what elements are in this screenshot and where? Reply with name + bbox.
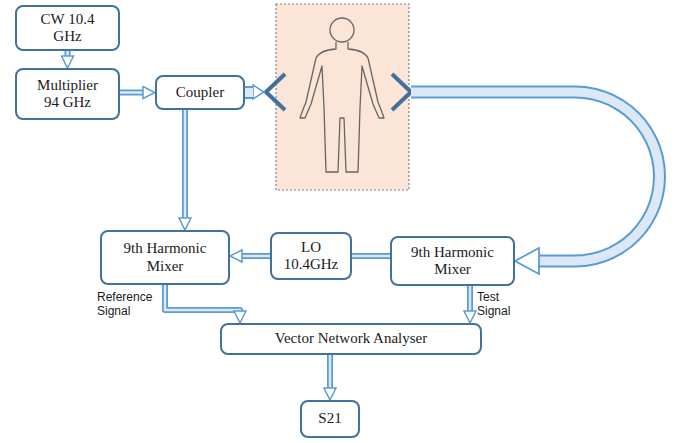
arrow-body [184, 110, 187, 218]
box-label: S21 [318, 410, 341, 427]
process-box: CW 10.4 GHz [15, 5, 120, 51]
box-label: Coupler [176, 84, 224, 101]
arrow-outline [182, 110, 188, 218]
box-label: Multiplier 94 GHz [32, 77, 104, 112]
rx-antenna [392, 74, 411, 110]
signal-arrow [470, 286, 471, 311]
signal-arrow [352, 256, 390, 257]
arrow-outline [165, 285, 240, 311]
arrow-body [469, 286, 472, 311]
human-head [330, 18, 354, 42]
process-box: S21 [300, 400, 360, 438]
arrow-body [120, 91, 143, 94]
arrow-outline [352, 253, 390, 259]
signal-arrow [165, 285, 240, 311]
signal-label: Test Signal [477, 290, 525, 319]
arrow-outline [327, 355, 333, 388]
signal-arrow [330, 355, 331, 388]
antenna-feed-arrowhead [253, 85, 264, 99]
arrow-outline [120, 90, 143, 96]
box-label: 9th Harmonic Mixer [115, 240, 215, 275]
box-label: 9th Harmonic Mixer [403, 244, 503, 279]
process-box: Multiplier 94 GHz [15, 68, 120, 120]
box-label: Vector Network Analyser [275, 330, 427, 347]
arrow-body [66, 51, 69, 56]
signal-arrow [242, 256, 270, 257]
signal-arrow [185, 110, 186, 218]
arrow-outline [467, 286, 473, 311]
signal-label: Reference Signal [97, 290, 159, 319]
box-label: CW 10.4 GHz [32, 11, 104, 46]
signal-arrow [67, 51, 68, 56]
body-panel [276, 4, 409, 190]
arrow-body [165, 285, 240, 311]
process-box: 9th Harmonic Mixer [390, 236, 515, 286]
human-outline [300, 42, 384, 172]
arrow-body [242, 255, 270, 258]
arrow-body [352, 255, 390, 258]
process-box: Vector Network Analyser [220, 323, 482, 355]
process-box: Coupler [155, 75, 245, 110]
process-box: 9th Harmonic Mixer [100, 230, 230, 285]
process-box: LO 10.4GHz [270, 232, 352, 280]
tx-antenna [266, 74, 285, 110]
arrow-body [329, 355, 332, 388]
arrow-outline [242, 253, 270, 259]
box-label: LO 10.4GHz [280, 239, 342, 274]
signal-arrow [120, 92, 143, 93]
arrow-outline [65, 51, 71, 56]
